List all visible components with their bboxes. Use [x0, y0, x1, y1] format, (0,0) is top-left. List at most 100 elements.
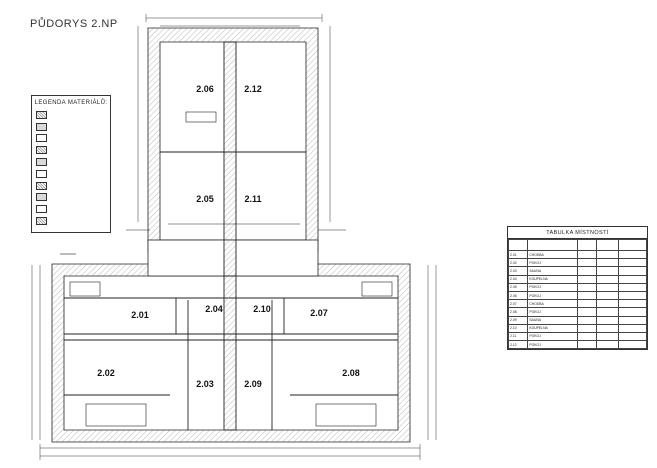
room-label: 2.12 — [244, 84, 262, 94]
legend-item — [32, 109, 110, 121]
room-table-cell — [618, 274, 647, 284]
room-table-cell — [576, 266, 598, 276]
room-table-cell — [618, 290, 647, 301]
room-table-cell — [596, 299, 620, 309]
legend-swatch — [36, 122, 47, 131]
room-table-cell — [596, 340, 620, 350]
room-table-title: TABULKA MÍSTNOSTÍ — [508, 227, 647, 239]
room-label: 2.02 — [97, 368, 115, 378]
room-table-cell: SAUNA — [527, 315, 578, 325]
legend-item — [32, 192, 110, 204]
room-table-cell: 2.10 — [507, 323, 529, 333]
legend-title: LEGENDA MATERIÁLŮ: — [34, 100, 108, 106]
room-table-cell — [576, 323, 598, 333]
room-table-cell: POKOJ — [527, 290, 578, 301]
room-table-cell — [618, 249, 647, 260]
legend-item — [32, 144, 110, 156]
room-label: 2.09 — [244, 379, 262, 389]
room-label: 2.01 — [131, 310, 149, 320]
room-table-cell — [576, 315, 598, 325]
room-table-cell: 2.12 — [507, 340, 529, 350]
room-table-cell — [618, 307, 647, 317]
room-table-cell — [618, 323, 647, 333]
room-table-cell — [576, 307, 598, 317]
room-table-cell: 2.11 — [507, 331, 529, 342]
legend-item — [32, 215, 110, 227]
room-table-cell — [576, 290, 598, 301]
room-table-cell: 2.08 — [507, 307, 529, 317]
room-table-cell: 2.03 — [507, 266, 529, 276]
room-table-header-cell — [527, 239, 578, 251]
legend-swatch — [36, 134, 47, 143]
room-table-cell — [596, 282, 620, 292]
room-table-cell: POKOJ — [527, 307, 578, 317]
room-table-cell: 2.09 — [507, 315, 529, 325]
room-table-cell — [618, 266, 647, 276]
room-table-cell — [596, 323, 620, 333]
room-label: 2.10 — [253, 304, 271, 314]
room-label: 2.07 — [310, 308, 328, 318]
room-table-cell — [596, 315, 620, 325]
room-table-cell — [576, 274, 598, 284]
room-label: 2.04 — [205, 304, 223, 314]
partitions — [64, 41, 398, 431]
legend-item — [32, 180, 110, 192]
room-table-header-cell — [596, 239, 620, 251]
room-table-cell: POKOJ — [527, 282, 578, 292]
room-table-header-cell — [507, 239, 529, 251]
room-table-cell — [618, 282, 647, 292]
room-table-header-cell — [576, 239, 598, 251]
room-table-cell — [618, 258, 647, 268]
materials-legend: LEGENDA MATERIÁLŮ: — [31, 95, 111, 233]
room-label: 2.08 — [342, 368, 360, 378]
room-table-cell: KOUPELNA — [527, 323, 578, 333]
room-table-cell: CHODBA — [527, 249, 578, 260]
legend-item — [32, 133, 110, 145]
section-markers — [60, 229, 346, 255]
legend-item — [32, 121, 110, 133]
dimension-lines — [31, 14, 437, 460]
room-table-cell: CHODBA — [527, 299, 578, 309]
room-table-cell: 2.02 — [507, 258, 529, 268]
legend-swatch — [36, 169, 47, 178]
room-table-cell — [576, 258, 598, 268]
room-table-cell — [596, 266, 620, 276]
room-table-cell: POKOJ — [527, 331, 578, 342]
room-table-cell: 2.05 — [507, 282, 529, 292]
legend-item — [32, 168, 110, 180]
legend-swatch — [36, 217, 47, 226]
room-table-cell — [596, 258, 620, 268]
room-table-cell — [596, 331, 620, 342]
room-table-cell: POKOJ — [527, 340, 578, 350]
room-table-header — [507, 239, 647, 251]
room-table-cell: 2.07 — [507, 299, 529, 309]
room-table-cell — [618, 331, 647, 342]
room-table-cell — [576, 331, 598, 342]
room-table-cell — [576, 282, 598, 292]
legend-swatch — [36, 193, 47, 202]
room-table-cell — [596, 307, 620, 317]
legend-item — [32, 203, 110, 215]
legend-swatch — [36, 181, 47, 190]
room-table-cell — [596, 249, 620, 260]
room-label: 2.06 — [196, 84, 214, 94]
room-table-cell: 2.04 — [507, 274, 529, 284]
legend-swatch — [36, 110, 47, 119]
room-label: 2.11 — [244, 194, 261, 204]
room-label: 2.03 — [196, 379, 214, 389]
room-table-cell — [618, 315, 647, 325]
legend-swatch — [36, 205, 47, 214]
room-table-cell: SAUNA — [527, 266, 578, 276]
room-table-cell: POKOJ — [527, 258, 578, 268]
room-table-cell — [618, 299, 647, 309]
room-table-cell — [596, 274, 620, 284]
